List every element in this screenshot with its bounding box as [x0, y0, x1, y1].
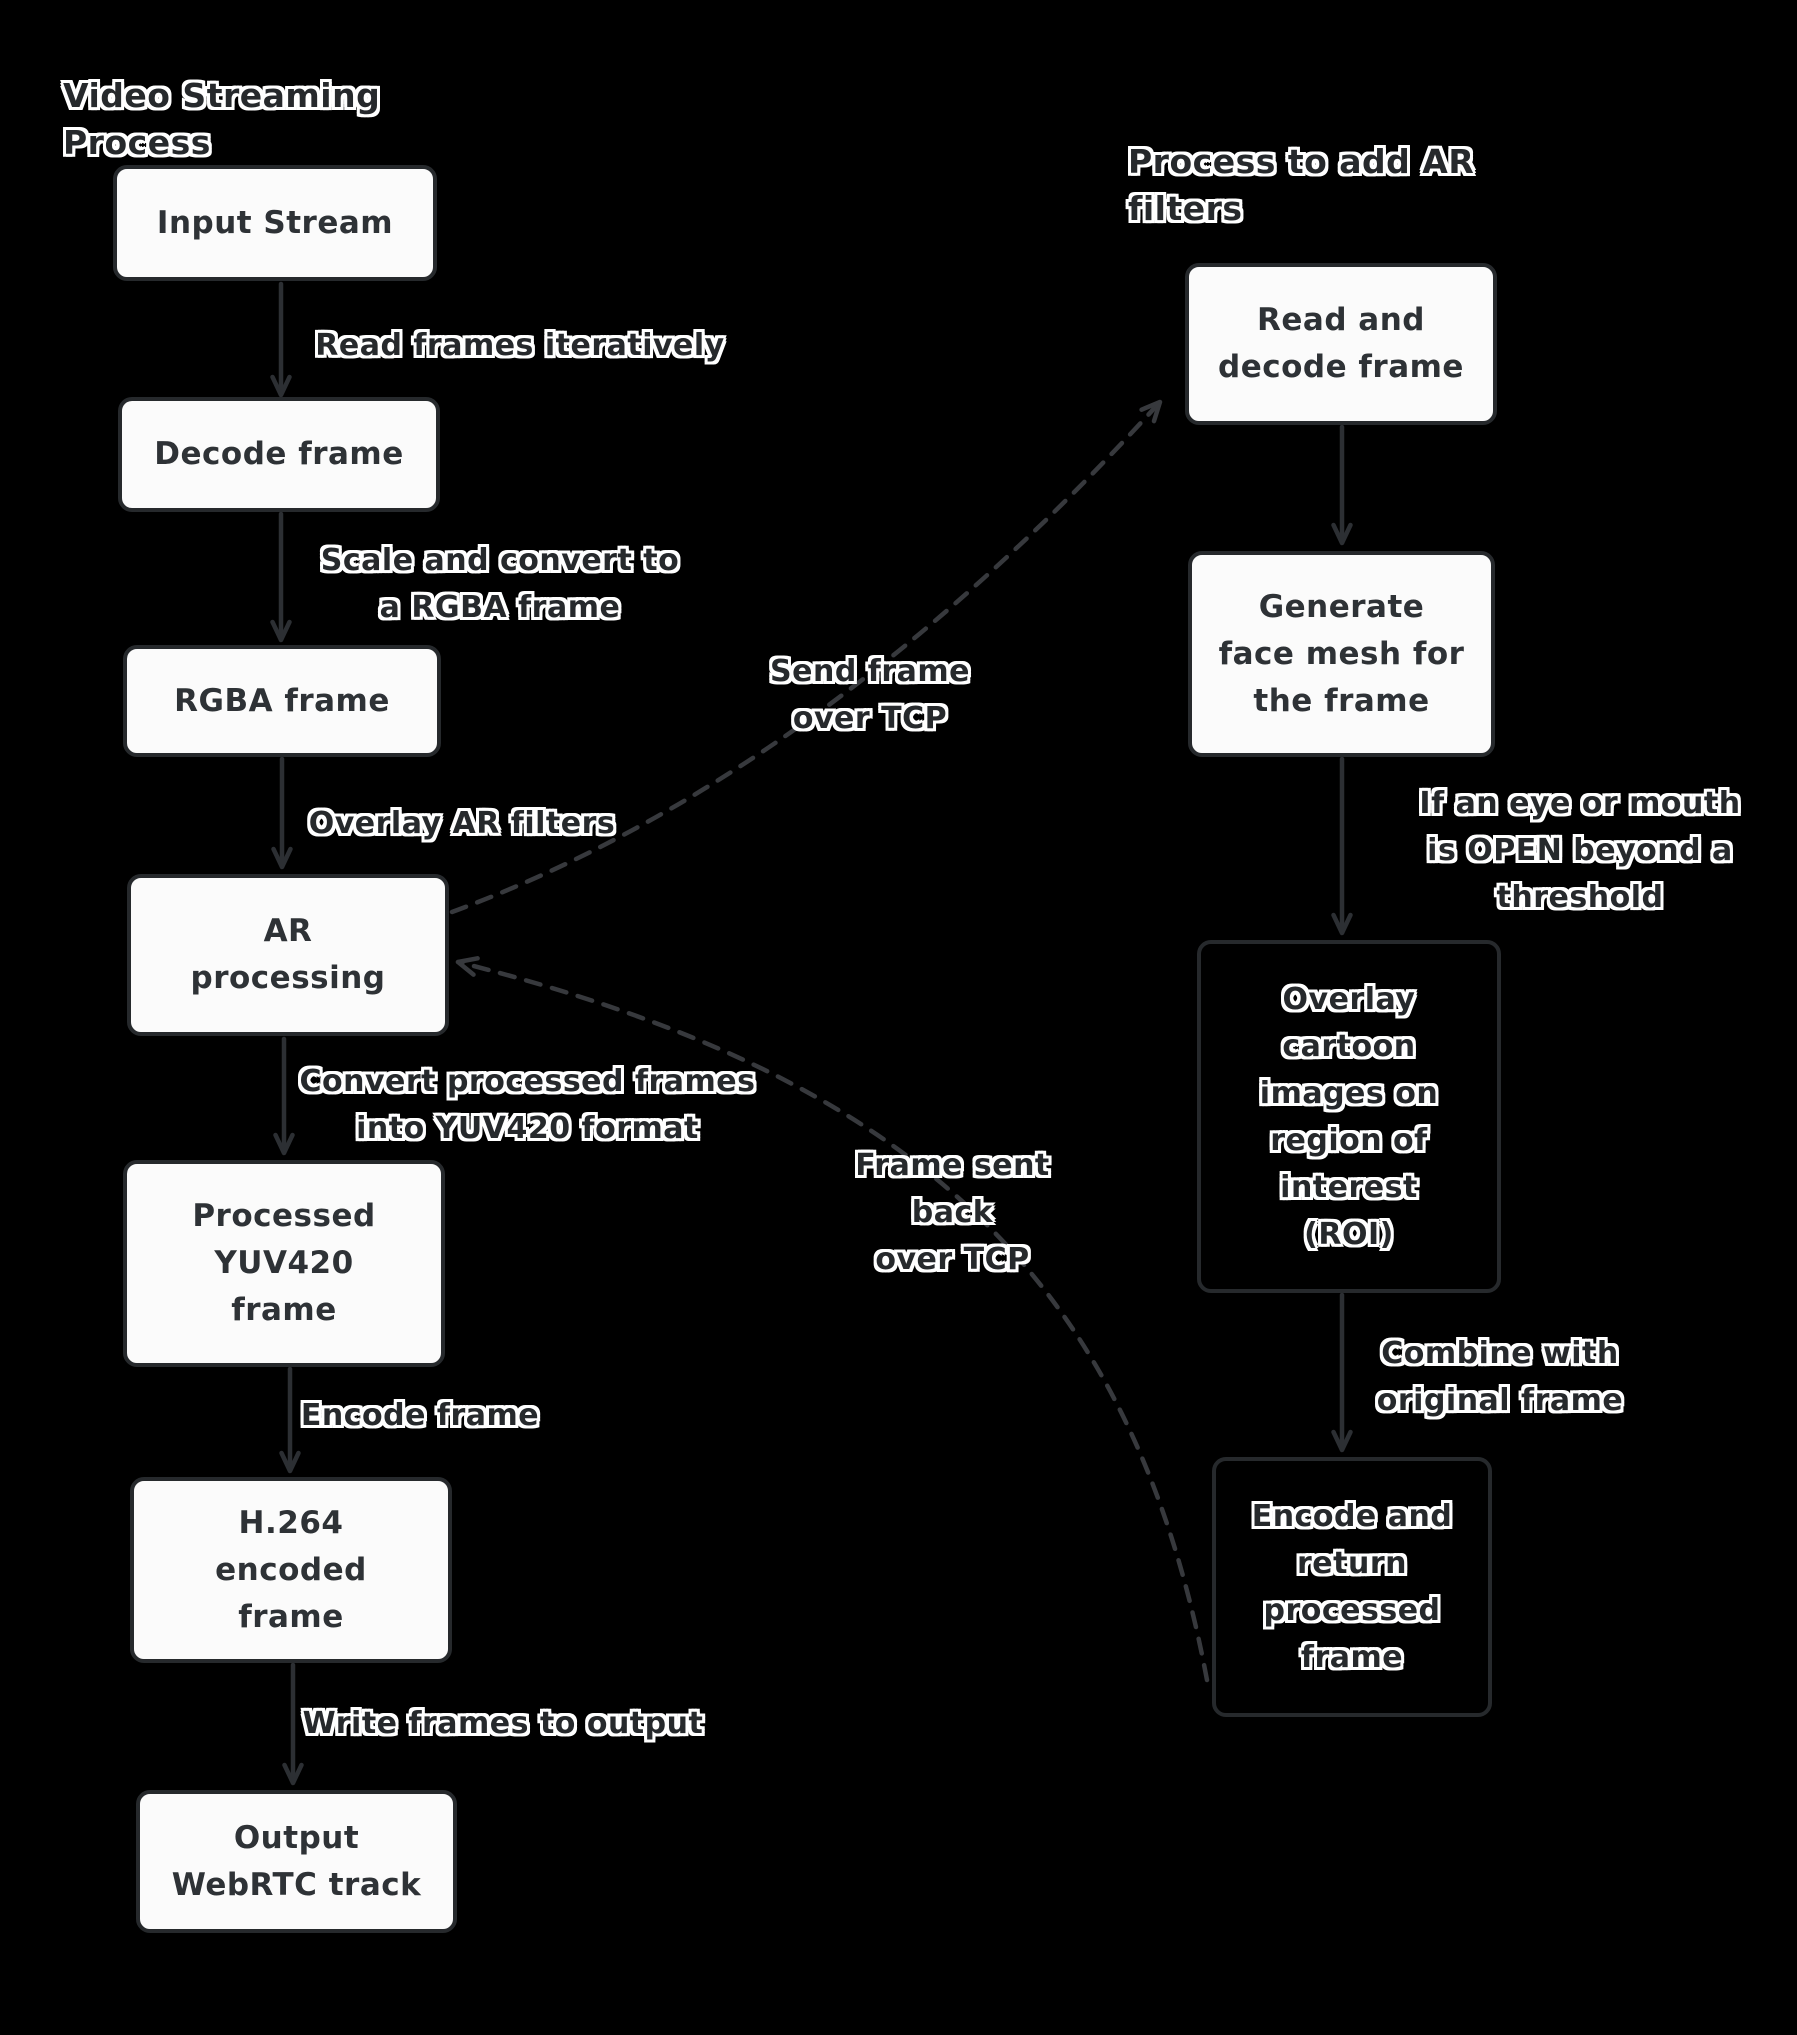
node-overlay-cartoon-roi: Overlay cartoon images on region of inte… [1197, 940, 1501, 1293]
edge-label-eye-mouth-open: If an eye or mouth is OPEN beyond a thre… [1419, 786, 1741, 915]
edge-label-frame-sent-back-tcp: Frame sent back over TCP [855, 1148, 1050, 1277]
edge-label-overlay-ar-filters: Overlay AR filters [308, 806, 616, 841]
arrow-decode-to-rgba [270, 511, 292, 643]
node-ar-processing: AR processing [127, 874, 449, 1036]
edge-label-read-frames: Read frames iteratively [315, 328, 725, 363]
dashed-arrow-return-frame [455, 956, 1210, 1683]
node-read-decode-frame: Read and decode frame [1185, 263, 1497, 425]
arrow-read-to-mesh [1331, 424, 1353, 546]
node-h264-encoded-frame: H.264 encoded frame [130, 1477, 452, 1663]
node-generate-face-mesh: Generate face mesh for the frame [1188, 551, 1495, 757]
edge-label-write-frames: Write frames to output [302, 1706, 704, 1741]
arrow-h264-to-output [282, 1662, 304, 1786]
edge-label-combine-original: Combine with original frame [1376, 1336, 1624, 1418]
dashed-arrow-send-frame [449, 399, 1163, 915]
arrow-mesh-to-overlay [1331, 756, 1353, 936]
node-input-stream: Input Stream [113, 165, 437, 281]
edge-label-convert-yuv420: Convert processed frames into YUV420 for… [299, 1064, 756, 1146]
node-decode-frame: Decode frame [118, 397, 440, 512]
title-process-add-ar-filters: Process to add AR filters [1128, 142, 1475, 228]
arrow-overlay-to-encode [1331, 1292, 1353, 1453]
node-rgba-frame: RGBA frame [123, 645, 441, 757]
arrow-rgba-to-ar [271, 756, 293, 870]
arrow-yuv-to-h264 [279, 1366, 301, 1474]
edge-label-encode-frame: Encode frame [300, 1398, 540, 1433]
arrow-input-to-decode [270, 281, 292, 398]
node-output-webrtc-track: Output WebRTC track [136, 1790, 457, 1933]
title-video-streaming-process: Video Streaming Process [63, 76, 381, 162]
edge-label-scale-convert: Scale and convert to a RGBA frame [320, 543, 680, 625]
node-processed-yuv420-frame: Processed YUV420 frame [123, 1160, 445, 1367]
node-encode-return-frame: Encode and return processed frame [1212, 1457, 1492, 1717]
arrow-ar-to-yuv [273, 1036, 295, 1156]
edge-label-send-frame-tcp: Send frame over TCP [770, 654, 970, 736]
